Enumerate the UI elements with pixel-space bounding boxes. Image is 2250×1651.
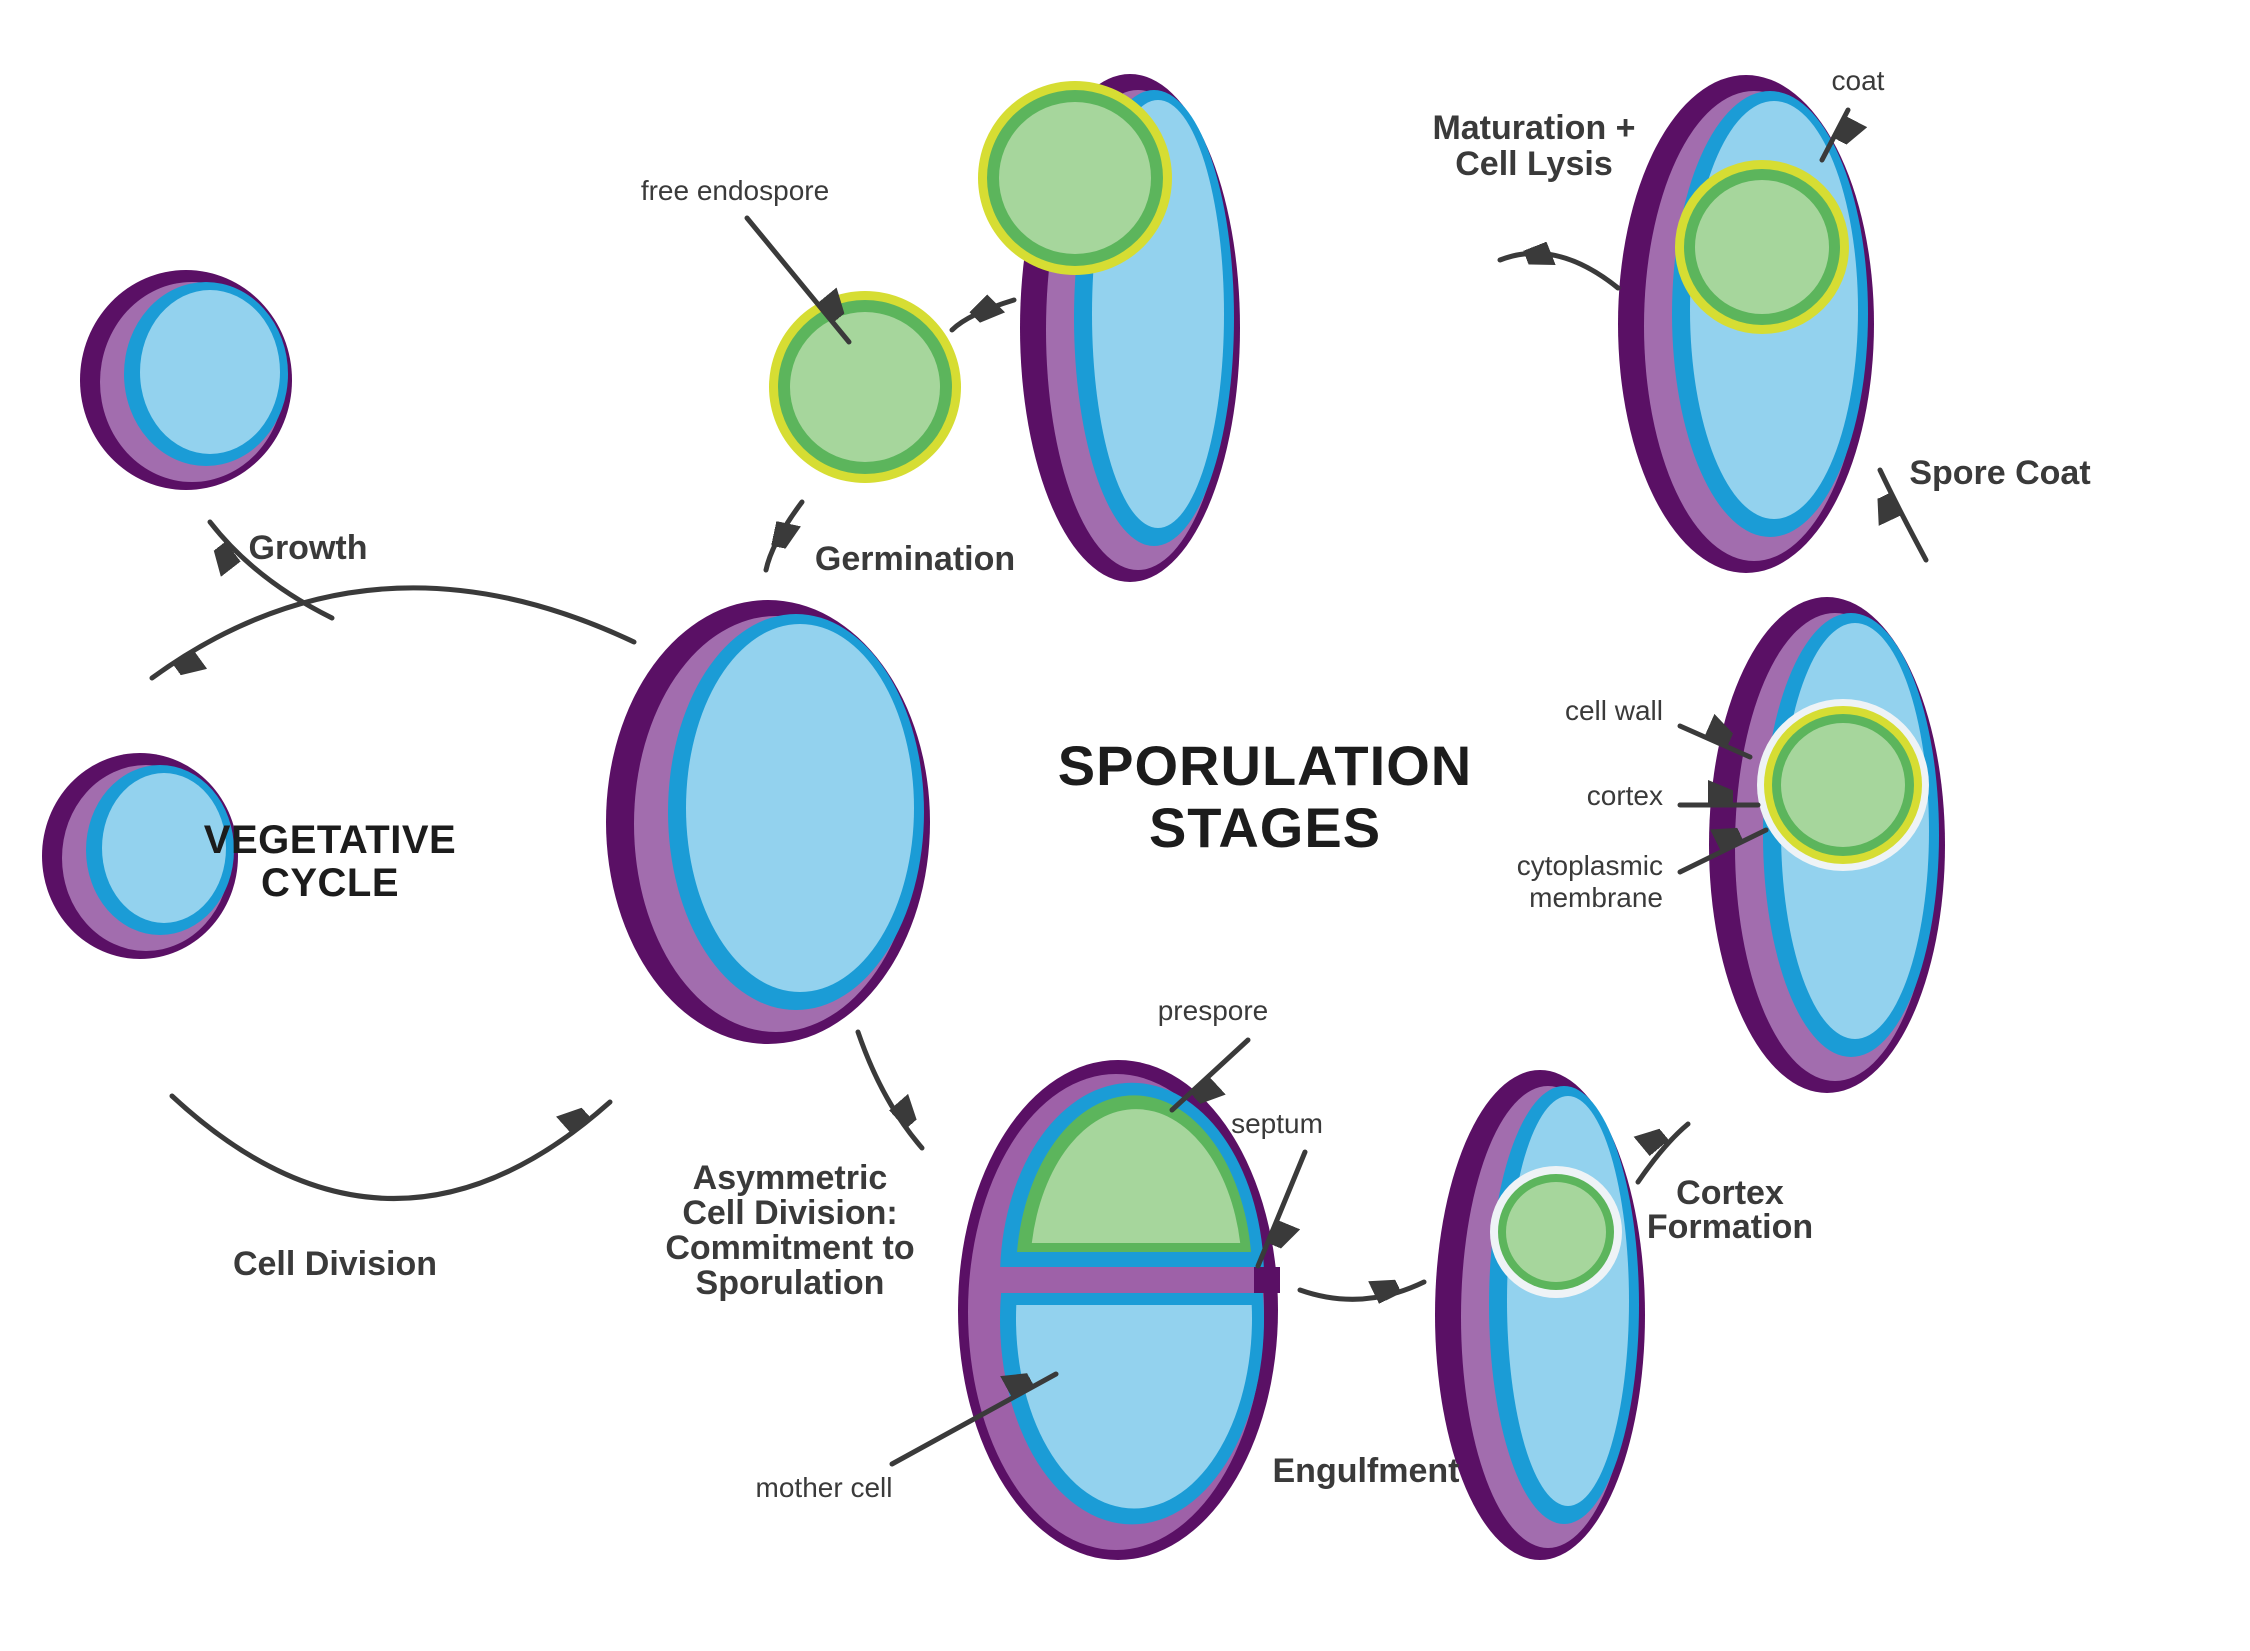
asymmetric-label-line2: Cell Division: <box>682 1194 897 1232</box>
cell-lysis-cell <box>978 74 1240 582</box>
arrow-to-asymmetric-division-icon <box>855 1029 925 1151</box>
asymmetric-division-cell <box>958 1060 1280 1560</box>
arrow-vegetative-cycle-icon <box>149 585 637 678</box>
germination-label: Germination <box>815 540 1015 578</box>
arrow-mother-cell-icon <box>889 1374 1059 1467</box>
maturation-label-line1: Maturation + <box>1432 109 1635 147</box>
asymmetric-label-line4: Sporulation <box>696 1264 885 1302</box>
cortex-formation-label-line2: Formation <box>1647 1208 1813 1246</box>
arrow-growth-icon <box>210 519 335 621</box>
prespore-label: prespore <box>1158 995 1269 1026</box>
arrow-septum-icon <box>1255 1149 1308 1269</box>
vegetative-cell-large <box>606 600 930 1044</box>
arrow-cortex-formation-icon <box>1638 1124 1691 1185</box>
cytoplasmic-membrane-label-line1: cytoplasmic <box>1517 850 1663 881</box>
septum-notch <box>1254 1267 1280 1293</box>
engulfment-cell <box>1435 1070 1645 1560</box>
maturation-label-line2: Cell Lysis <box>1455 145 1612 183</box>
vegetative-cell-top-left <box>80 270 292 490</box>
coat-label: coat <box>1832 65 1885 96</box>
cortex-formation-cell <box>1709 597 1945 1093</box>
growth-label: Growth <box>249 529 368 567</box>
arrow-cytoplasmic-membrane-icon <box>1677 830 1769 875</box>
arrow-free-endospore-icon <box>744 215 849 345</box>
arrow-prespore-icon <box>1169 1037 1251 1113</box>
vegetative-cycle-label-line1: VEGETATIVE <box>204 818 456 862</box>
arrow-engulfment-icon <box>1297 1282 1427 1299</box>
diagram-title-line1: SPORULATION <box>1058 734 1472 797</box>
spore-coat-label: Spore Coat <box>1909 454 2090 492</box>
arrow-maturation-to-lysis-icon <box>1497 253 1621 291</box>
cytoplasmic-membrane-label-line2: membrane <box>1529 882 1663 913</box>
maturation-cell <box>1618 75 1874 573</box>
vegetative-cycle-label-line2: CYCLE <box>261 861 399 905</box>
arrow-release-endospore-icon <box>949 300 1017 333</box>
arrow-cell-wall-icon <box>1677 726 1753 760</box>
arrow-spore-coat-icon <box>1880 467 1929 563</box>
arrow-coat-icon <box>1819 107 1848 163</box>
engulfment-label: Engulfment <box>1273 1452 1460 1490</box>
free-endospore <box>769 291 961 483</box>
cell-division-label: Cell Division <box>233 1245 437 1283</box>
septum-label: septum <box>1231 1108 1323 1139</box>
cortex-formation-label-line1: Cortex <box>1676 1174 1784 1212</box>
mother-cell-label: mother cell <box>756 1472 893 1503</box>
arrow-cell-division-icon <box>169 1093 613 1201</box>
free-endospore-label: free endospore <box>641 175 829 206</box>
diagram-title-line2: STAGES <box>1149 796 1381 859</box>
asymmetric-label-line3: Commitment to <box>665 1229 914 1267</box>
asymmetric-label-line1: Asymmetric <box>693 1159 888 1197</box>
cortex-label: cortex <box>1587 780 1663 811</box>
arrow-germination-icon <box>763 499 805 573</box>
vegetative-cell-left <box>42 753 238 959</box>
cell-wall-label: cell wall <box>1565 695 1663 726</box>
